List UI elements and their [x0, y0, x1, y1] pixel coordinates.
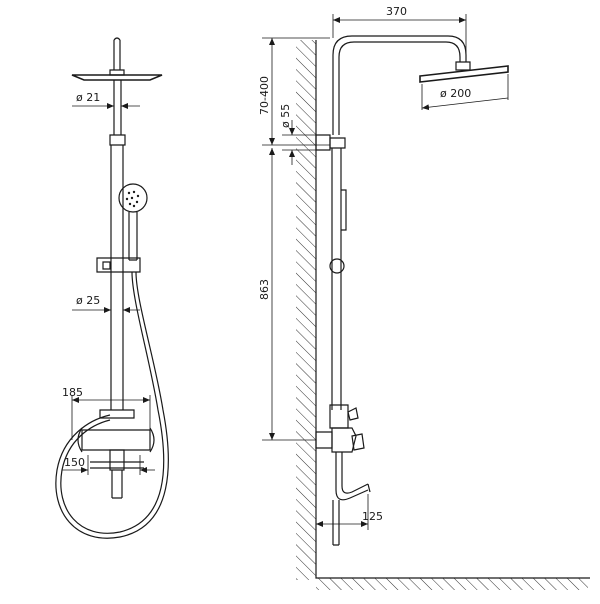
dim-head-diameter: ø 200 [440, 87, 471, 100]
dimension-labels: 370 70-400 ø 55 ø 200 ø 21 ø 25 863 185 … [62, 5, 471, 523]
hand-shower [118, 183, 148, 261]
slider-bracket [96, 257, 141, 273]
dim-arm-pipe: ø 21 [76, 91, 100, 104]
front-shower-head [71, 37, 163, 81]
wall-bracket [315, 134, 346, 151]
wall [296, 40, 590, 590]
side-shower-head [419, 61, 509, 83]
side-main-pipe [329, 148, 347, 410]
dim-adjust-range: 70-400 [258, 76, 271, 115]
side-view [296, 35, 590, 590]
front-upper-pipe [109, 80, 126, 146]
dim-arm-length: 370 [386, 5, 407, 18]
dimension-lines [62, 14, 509, 530]
dim-rail-height: 863 [258, 279, 271, 300]
dim-pipe-offset: ø 55 [279, 104, 292, 128]
dim-inlet-spacing: 150 [64, 456, 85, 469]
side-shower-arm [332, 35, 467, 135]
dim-spout-reach: 125 [362, 510, 383, 523]
front-view [55, 37, 169, 539]
shower-hose [55, 271, 169, 539]
front-mixer [77, 409, 155, 499]
side-mixer [315, 404, 371, 546]
dim-main-pipe: ø 25 [76, 294, 100, 307]
dim-mixer-width: 185 [62, 386, 83, 399]
front-main-pipe [110, 145, 124, 410]
